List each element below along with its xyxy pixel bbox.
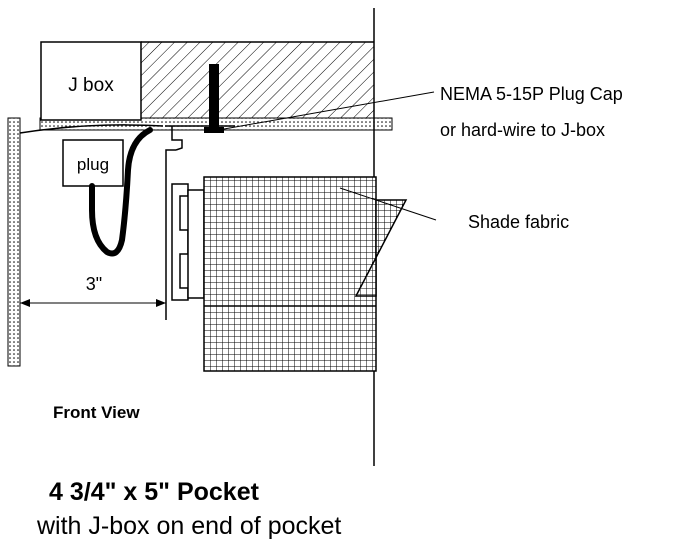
jbox [40, 41, 142, 121]
fabric-leader [339, 187, 437, 221]
plug-label: plug [77, 155, 109, 174]
dimension-label: 3" [86, 274, 102, 294]
caption-subtitle: with J-box on end of pocket [36, 512, 341, 540]
cord [89, 127, 153, 257]
nema-leader [223, 91, 435, 130]
jbox-label: J box [68, 75, 114, 96]
left-board [7, 117, 21, 367]
shade-fabric-drape [354, 199, 408, 297]
dimension-arrow-right [156, 299, 166, 307]
ceiling-hatch [141, 42, 374, 118]
nema-label-line1: NEMA 5-15P Plug Cap [440, 84, 623, 104]
dimension-arrow-left [20, 299, 30, 307]
nema-label-line2: or hard-wire to J-box [440, 120, 605, 140]
shade-fabric-roll [203, 176, 377, 372]
screw-head [204, 127, 224, 133]
plug [62, 139, 124, 187]
caption-title: 4 3/4" x 5" Pocket [49, 478, 260, 506]
motor-block [187, 189, 205, 299]
jbox-plate [19, 124, 164, 134]
front-view-label: Front View [53, 403, 140, 422]
bracket [165, 125, 235, 320]
screw [209, 64, 219, 132]
shade-fabric-label: Shade fabric [468, 212, 569, 232]
